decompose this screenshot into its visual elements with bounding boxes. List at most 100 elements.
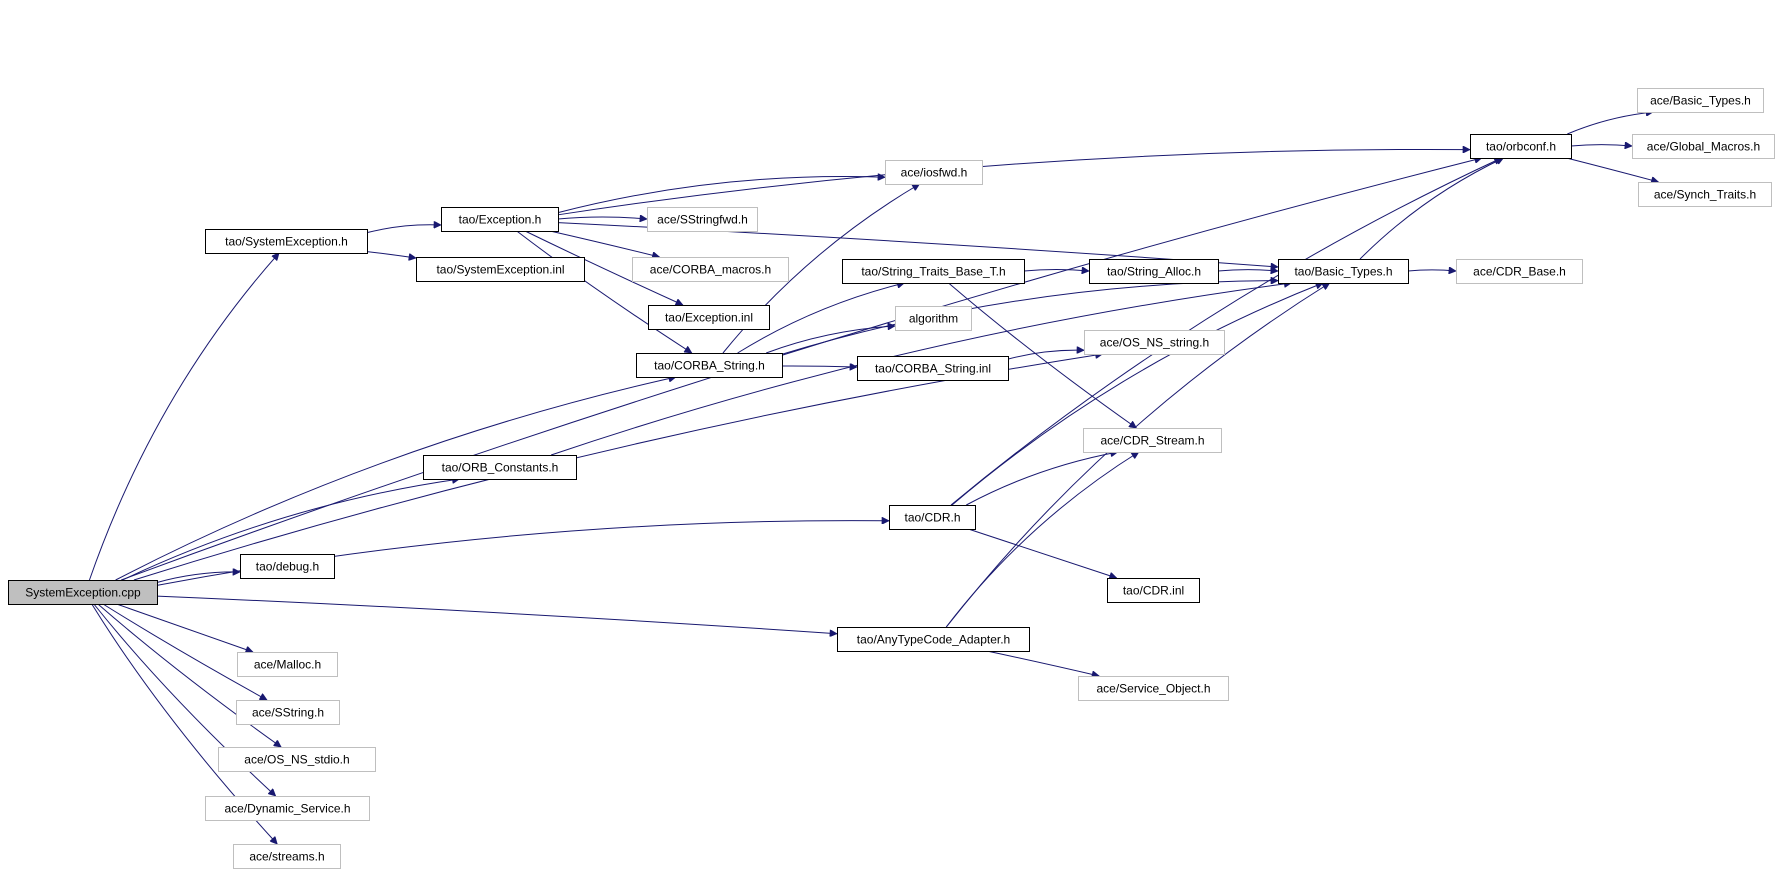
edge-string_traits-to-string_alloc — [1023, 270, 1089, 271]
node-box — [8, 580, 158, 605]
edge-orbconf-to-global_macros — [1570, 145, 1632, 146]
node-box — [648, 305, 770, 330]
node-corba-string-inl[interactable]: tao/CORBA_String.inl — [857, 356, 1009, 381]
node-label: tao/debug.h — [256, 560, 319, 574]
edges-layer — [88, 112, 1658, 844]
node-string-traits[interactable]: tao/String_Traits_Base_T.h — [842, 259, 1025, 284]
node-label: ace/CORBA_macros.h — [650, 263, 771, 277]
edge-root-to-orb_constants — [122, 479, 460, 581]
node-string-alloc[interactable]: tao/String_Alloc.h — [1089, 259, 1219, 284]
edge-root-to-orbconf — [121, 158, 1482, 581]
edge-root-to-malloc — [116, 603, 253, 652]
node-label: tao/String_Traits_Base_T.h — [861, 265, 1005, 279]
node-label: ace/Malloc.h — [254, 658, 321, 672]
node-tao-basic-types[interactable]: tao/Basic_Types.h — [1278, 259, 1409, 284]
edge-root-to-os_ns_string — [133, 354, 1103, 581]
node-label: tao/String_Alloc.h — [1107, 265, 1201, 279]
edge-exception_h-to-sstringfwd — [557, 217, 647, 219]
node-synch-traits: ace/Synch_Traits.h — [1638, 182, 1772, 207]
edge-root-to-sysexc_h — [88, 253, 279, 581]
node-label: tao/orbconf.h — [1486, 140, 1556, 154]
node-box — [895, 306, 972, 331]
node-label: tao/CDR.inl — [1123, 584, 1184, 598]
node-box — [857, 356, 1009, 381]
edge-tao_basic_types-to-orbconf — [1359, 158, 1503, 260]
edge-exception_h-to-iosfwd — [557, 177, 885, 214]
node-label: ace/streams.h — [249, 850, 324, 864]
node-label: ace/CDR_Base.h — [1473, 265, 1566, 279]
node-box — [441, 207, 559, 232]
edge-tao_basic_types-to-cdr_base — [1407, 270, 1456, 271]
nodes-layer: SystemException.cpp tao/SystemException.h… — [8, 88, 1775, 869]
node-label: ace/OS_NS_stdio.h — [244, 753, 349, 767]
node-label: tao/CORBA_String.h — [654, 359, 765, 373]
node-tao-cdr-h[interactable]: tao/CDR.h — [889, 505, 976, 530]
node-box — [1637, 88, 1764, 113]
node-sstring: ace/SString.h — [236, 700, 340, 725]
node-sysexc-h[interactable]: tao/SystemException.h — [205, 229, 368, 254]
node-box — [423, 455, 577, 480]
node-box — [237, 652, 338, 677]
node-box — [636, 353, 783, 378]
node-label: ace/OS_NS_string.h — [1100, 336, 1209, 350]
node-box — [647, 207, 758, 232]
node-algorithm: algorithm — [895, 306, 972, 331]
node-box — [205, 229, 368, 254]
node-label: tao/CORBA_String.inl — [875, 362, 991, 376]
node-box — [1084, 330, 1225, 355]
edge-sysexc_h-to-sysexc_inl — [366, 251, 416, 258]
node-label: ace/Service_Object.h — [1096, 682, 1210, 696]
node-corba-macros: ace/CORBA_macros.h — [632, 257, 789, 282]
edge-tao_cdr_h-to-tao_cdr_inl — [968, 528, 1116, 578]
edge-orb_constants-to-tao_basic_types — [550, 283, 1291, 456]
edge-anytypecode-to-service_object — [986, 650, 1099, 676]
node-anytypecode[interactable]: tao/AnyTypeCode_Adapter.h — [837, 627, 1030, 652]
node-exception-inl[interactable]: tao/Exception.inl — [648, 305, 770, 330]
edge-corba_string_inl-to-os_ns_string — [1007, 350, 1084, 360]
node-root: SystemException.cpp — [8, 580, 158, 605]
node-sysexc-inl[interactable]: tao/SystemException.inl — [416, 257, 585, 282]
node-cdr-base: ace/CDR_Base.h — [1456, 259, 1583, 284]
node-label: ace/Global_Macros.h — [1647, 140, 1760, 154]
node-orb-constants[interactable]: tao/ORB_Constants.h — [423, 455, 577, 480]
edge-exception_h-to-orbconf — [557, 149, 1470, 216]
node-box — [233, 844, 341, 869]
edge-corba_string_h-to-corba_string_inl — [781, 366, 857, 367]
node-dynamic-service: ace/Dynamic_Service.h — [205, 796, 370, 821]
node-os-ns-stdio: ace/OS_NS_stdio.h — [218, 747, 376, 772]
edge-root-to-anytypecode — [156, 595, 837, 634]
node-box — [1083, 428, 1222, 453]
node-box — [1089, 259, 1219, 284]
node-malloc: ace/Malloc.h — [237, 652, 338, 677]
node-label: tao/Basic_Types.h — [1294, 265, 1392, 279]
node-label: ace/Basic_Types.h — [1650, 94, 1751, 108]
node-streams: ace/streams.h — [233, 844, 341, 869]
node-label: tao/Exception.inl — [665, 311, 753, 325]
edge-corba_string_h-to-string_traits — [737, 283, 905, 354]
edge-root-to-os_ns_stdio — [97, 603, 281, 747]
node-box — [236, 700, 340, 725]
node-label: SystemException.cpp — [25, 586, 141, 600]
edge-sysexc_h-to-exception_h — [366, 225, 441, 234]
edge-root-to-sstring — [102, 603, 267, 701]
node-corba-string-h[interactable]: tao/CORBA_String.h — [636, 353, 783, 378]
node-box — [842, 259, 1025, 284]
node-label: tao/Exception.h — [459, 213, 542, 227]
node-label: ace/iosfwd.h — [901, 166, 968, 180]
node-tao-cdr-inl[interactable]: tao/CDR.inl — [1107, 578, 1200, 603]
node-box — [1456, 259, 1583, 284]
node-label: tao/AnyTypeCode_Adapter.h — [857, 633, 1010, 647]
edge-root-to-debug_h — [156, 572, 240, 584]
node-orbconf[interactable]: tao/orbconf.h — [1470, 134, 1572, 159]
node-iosfwd: ace/iosfwd.h — [885, 160, 983, 185]
node-label: ace/SStringfwd.h — [657, 213, 748, 227]
node-exception-h[interactable]: tao/Exception.h — [441, 207, 559, 232]
node-box — [416, 257, 585, 282]
node-label: tao/ORB_Constants.h — [442, 461, 559, 475]
node-label: ace/SString.h — [252, 706, 324, 720]
node-sstringfwd: ace/SStringfwd.h — [647, 207, 758, 232]
node-box — [205, 796, 370, 821]
node-box — [1078, 676, 1229, 701]
node-debug-h[interactable]: tao/debug.h — [240, 554, 335, 579]
